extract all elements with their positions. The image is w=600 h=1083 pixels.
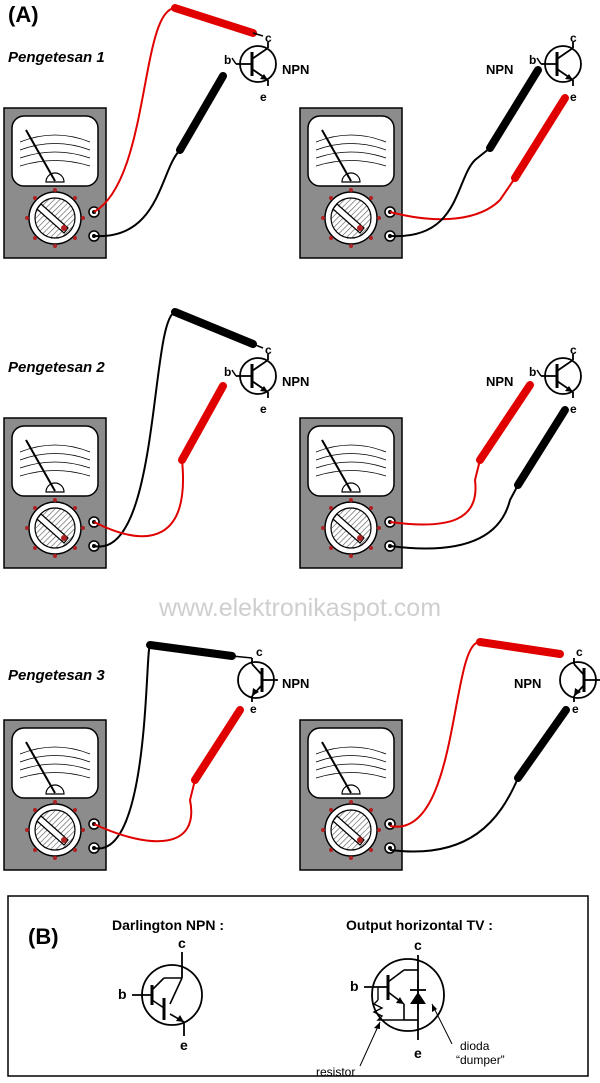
- horizontal-output-title: Output horizontal TV :: [346, 917, 493, 933]
- multimeter-icon: [299, 417, 403, 569]
- npn-label: NPN: [282, 374, 309, 389]
- pin-b-label: b: [224, 53, 231, 67]
- test-3-title: Pengetesan 3: [8, 667, 105, 684]
- black-probe-wire: [389, 484, 519, 550]
- red-probe[interactable]: [178, 382, 227, 464]
- npn-label: NPN: [282, 62, 309, 77]
- multimeter-icon: [3, 107, 107, 259]
- resistor-callout-line: [359, 1021, 381, 1067]
- npn-transistor-icon: [230, 352, 278, 400]
- test-1-title: Pengetesan 1: [8, 49, 105, 66]
- npn-transistor-icon: [535, 352, 583, 400]
- test-2-title: Pengetesan 2: [8, 359, 105, 376]
- pin-b-label: b: [224, 365, 231, 379]
- test-1: Pengetesan 1 b c e NPN b c e NPN: [3, 4, 583, 259]
- diode-label-line1: dioda: [460, 1039, 490, 1053]
- red-probe[interactable]: [476, 638, 564, 658]
- watermark-text: www.elektronikaspot.com: [158, 594, 441, 622]
- section-b: (B) Darlington NPN : b c e Output horizo…: [7, 895, 589, 1079]
- black-probe[interactable]: [171, 308, 257, 348]
- npn-transistor-icon: [236, 656, 280, 704]
- multimeter-icon: [299, 719, 403, 871]
- black-probe-wire: [93, 149, 181, 238]
- red-probe-wire: [93, 459, 184, 538]
- pin-e-label: e: [570, 90, 577, 104]
- red-probe[interactable]: [171, 4, 257, 37]
- darlington-pin-e: e: [180, 1037, 188, 1053]
- black-probe[interactable]: [146, 641, 236, 660]
- pin-b-label: b: [529, 53, 536, 67]
- red-probe[interactable]: [511, 94, 569, 182]
- red-probe[interactable]: [476, 381, 534, 464]
- section-b-frame: [7, 895, 589, 1077]
- darlington-title: Darlington NPN :: [112, 917, 224, 933]
- pin-e-label: e: [250, 702, 257, 716]
- red-probe-wire: [93, 779, 196, 843]
- black-probe-wire: [93, 644, 151, 850]
- pin-c-label: c: [265, 343, 272, 357]
- black-probe[interactable]: [176, 72, 227, 154]
- diode-label-line2: “dumper”: [456, 1053, 505, 1067]
- black-probe-wire: [389, 777, 519, 853]
- darlington-pin-b: b: [118, 986, 127, 1002]
- pin-c-label: c: [256, 645, 263, 659]
- red-probe-wire: [389, 177, 516, 221]
- multimeter-icon: [3, 719, 107, 871]
- darlington-pin-c: c: [178, 935, 186, 951]
- horizontal-output-transistor-icon: [364, 955, 445, 1040]
- pin-e-label: e: [570, 402, 577, 416]
- red-probe-wire: [389, 640, 481, 828]
- npn-label: NPN: [486, 62, 513, 77]
- black-probe[interactable]: [514, 706, 570, 782]
- npn-label: NPN: [486, 374, 513, 389]
- npn-label: NPN: [282, 676, 309, 691]
- pin-c-label: c: [570, 343, 577, 357]
- darlington-npn-icon: [132, 952, 203, 1036]
- npn-transistor-icon: [230, 40, 278, 88]
- section-a-label: (A): [8, 2, 39, 27]
- pin-e-label: e: [260, 402, 267, 416]
- black-probe[interactable]: [514, 406, 569, 489]
- test-3: Pengetesan 3 c e NPN c e NPN: [3, 638, 600, 871]
- test-2: Pengetesan 2 b c e NPN b c e NPN: [3, 308, 583, 569]
- horizontal-output-pin-c: c: [414, 937, 422, 953]
- black-probe-wire: [389, 147, 491, 238]
- red-probe-wire: [389, 459, 481, 526]
- red-probe-wire: [93, 7, 176, 213]
- npn-label: NPN: [514, 676, 541, 691]
- multimeter-icon: [3, 417, 107, 569]
- pin-e-label: e: [260, 90, 267, 104]
- pin-c-label: c: [570, 31, 577, 45]
- npn-transistor-icon: [535, 40, 583, 88]
- pin-b-label: b: [529, 365, 536, 379]
- diode-callout-line: [431, 1003, 453, 1045]
- npn-transistor-icon: [558, 656, 600, 704]
- black-probe-wire: [93, 311, 176, 548]
- horizontal-output-pin-e: e: [414, 1045, 422, 1061]
- pin-c-label: c: [265, 31, 272, 45]
- resistor-label: resistor: [316, 1065, 355, 1079]
- pin-e-label: e: [572, 702, 579, 716]
- black-probe[interactable]: [486, 66, 542, 152]
- horizontal-output-pin-b: b: [350, 978, 359, 994]
- red-probe[interactable]: [191, 706, 244, 784]
- multimeter-icon: [299, 107, 403, 259]
- pin-c-label: c: [576, 645, 583, 659]
- section-b-label: (B): [28, 924, 59, 949]
